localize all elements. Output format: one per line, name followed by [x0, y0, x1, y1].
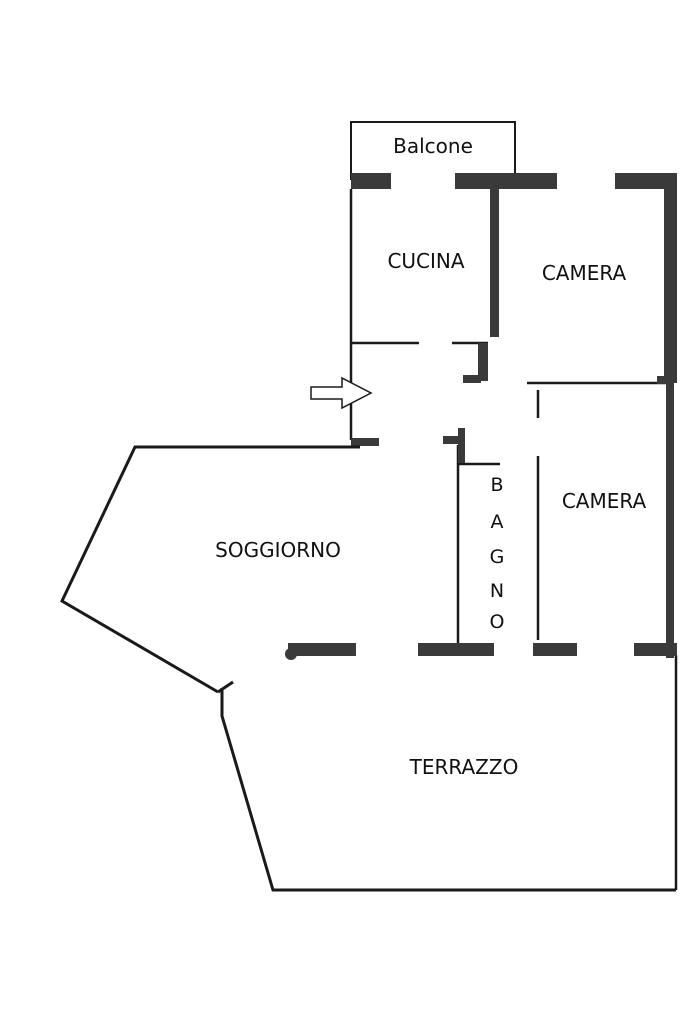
cucina-label: CUCINA [387, 249, 464, 273]
balcone-label: Balcone [393, 134, 473, 158]
bagno-letter: N [490, 580, 504, 602]
camera-top-label: CAMERA [542, 261, 627, 285]
terrazzo-outline [220, 688, 676, 892]
right-exterior-wall-lower [666, 383, 674, 658]
bagno-letter: A [491, 511, 504, 533]
top-exterior-wall [351, 173, 677, 189]
bagno-letter: B [490, 474, 503, 496]
camera-right-label: CAMERA [562, 489, 647, 513]
terrazzo-label: TERRAZZO [409, 755, 519, 779]
bagno-label: B A G N O [490, 474, 505, 633]
wall-stubs [351, 189, 666, 463]
soggiorno-label: SOGGIORNO [215, 538, 341, 562]
terrazzo-boundary-wall [285, 643, 677, 660]
balcone-area [350, 121, 516, 180]
entrance-arrow-icon [310, 376, 373, 410]
right-exterior-wall [664, 173, 677, 383]
bagno-letter: O [490, 611, 505, 633]
bagno-letter: G [490, 546, 505, 568]
interior-walls [349, 189, 678, 890]
